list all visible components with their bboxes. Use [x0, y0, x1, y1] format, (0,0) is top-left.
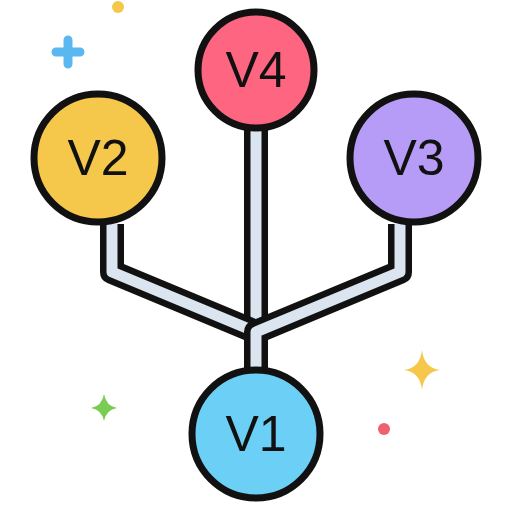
circle-shape [198, 12, 314, 128]
star-sparkle [91, 394, 117, 421]
pipe-stroke [112, 224, 256, 368]
text-holder: V1 [188, 366, 324, 502]
circle-shape [34, 94, 162, 222]
dot-sparkle [112, 1, 124, 13]
version-label: V4 [225, 45, 286, 95]
version-circle: V2 [30, 90, 166, 226]
version-circle: V4 [194, 8, 318, 132]
circle-shape [350, 94, 478, 222]
version-label: V2 [67, 133, 128, 183]
pipe-stroke [112, 224, 256, 368]
version-label: V1 [225, 409, 286, 459]
branch-pipe [112, 224, 256, 368]
version-label: V3 [383, 133, 444, 183]
pipe-stroke [256, 224, 400, 368]
pipe-stroke [256, 224, 400, 368]
branch-pipe [256, 224, 400, 368]
version-circle: V1 [188, 366, 324, 502]
dot-sparkle [378, 423, 390, 435]
star-sparkle [404, 350, 440, 390]
plus-sparkle [56, 40, 80, 64]
text-holder: V4 [194, 8, 318, 132]
version-circle: V3 [346, 90, 482, 226]
text-holder: V2 [30, 90, 166, 226]
text-holder: V3 [346, 90, 482, 226]
circle-shape [192, 370, 320, 498]
